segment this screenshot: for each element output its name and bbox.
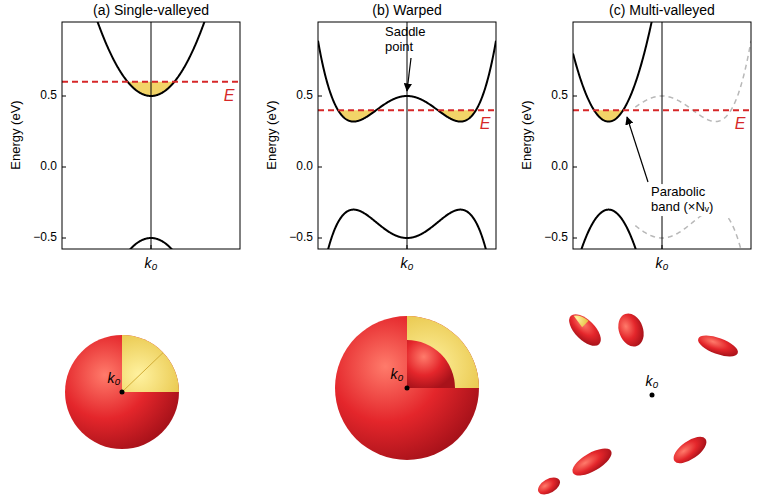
k-axis-label: k₀ bbox=[401, 255, 414, 271]
valley-ellipsoid bbox=[614, 310, 648, 350]
sphere-cutaway bbox=[122, 335, 179, 392]
tick-label: −0.5 bbox=[544, 231, 568, 245]
tick-mark bbox=[318, 167, 322, 168]
plot-frame bbox=[573, 22, 751, 249]
plot-frame bbox=[62, 22, 240, 249]
tick-mark bbox=[407, 245, 408, 249]
fermi-label: E bbox=[224, 87, 235, 105]
k0-point bbox=[405, 386, 410, 391]
valley-pocket bbox=[696, 331, 741, 360]
fermi-label: E bbox=[480, 115, 491, 133]
saddle-arrow bbox=[407, 58, 411, 91]
k0-label: k₀ bbox=[108, 370, 121, 386]
valley-ellipsoid bbox=[669, 432, 710, 469]
k0-label: k₀ bbox=[391, 366, 404, 382]
tick-label: −0.5 bbox=[289, 231, 313, 245]
tick-mark bbox=[62, 167, 66, 168]
tick-label: 0.0 bbox=[551, 160, 568, 174]
k-axis-label: k₀ bbox=[145, 255, 158, 271]
valley-ellipsoid bbox=[568, 443, 615, 481]
tick-label: 0.5 bbox=[40, 89, 57, 103]
fermi-sphere bbox=[65, 335, 179, 449]
band-plot bbox=[62, 22, 240, 249]
plot-frame bbox=[318, 22, 496, 249]
pocket-cutaway bbox=[572, 311, 588, 327]
k0-label: k₀ bbox=[646, 373, 659, 389]
valley-pocket bbox=[669, 432, 710, 469]
tick-mark bbox=[62, 96, 66, 97]
shell-cutaway bbox=[407, 316, 479, 388]
panel-title: (a) Single-valleyed bbox=[93, 2, 209, 18]
panel-title: (c) Multi-valleyed bbox=[609, 2, 715, 18]
panel-title: (b) Warped bbox=[372, 2, 442, 18]
tick-mark bbox=[318, 96, 322, 97]
tick-label: 0.5 bbox=[296, 89, 313, 103]
tick-label: 0.0 bbox=[296, 160, 313, 174]
axis-label: Energy (eV) bbox=[520, 100, 535, 169]
band-plot bbox=[573, 22, 751, 249]
tick-label: −0.5 bbox=[33, 231, 57, 245]
tick-mark bbox=[151, 245, 152, 249]
tick-label: 0.5 bbox=[551, 89, 568, 103]
k0-point bbox=[650, 393, 655, 398]
valley-ellipsoid bbox=[564, 309, 606, 351]
valley-pocket bbox=[535, 474, 563, 497]
fermi-shell bbox=[335, 316, 479, 460]
tick-label: 0.0 bbox=[40, 160, 57, 174]
tick-mark bbox=[662, 245, 663, 249]
tick-mark bbox=[573, 96, 577, 97]
fermi-label: E bbox=[735, 115, 746, 133]
annotation: Saddle point bbox=[385, 25, 443, 55]
valley-ellipsoid bbox=[535, 474, 563, 497]
cutaway-edge bbox=[122, 353, 163, 392]
tick-mark bbox=[318, 238, 322, 239]
k0-line bbox=[407, 22, 408, 249]
k0-point bbox=[120, 390, 125, 395]
tick-mark bbox=[573, 238, 577, 239]
valley-pocket bbox=[564, 309, 606, 351]
tick-mark bbox=[573, 167, 577, 168]
valley-pocket bbox=[614, 310, 648, 350]
valley-pocket bbox=[568, 443, 615, 481]
k0-line bbox=[151, 22, 152, 249]
axis-label: Energy (eV) bbox=[9, 100, 24, 169]
axis-label: Energy (eV) bbox=[265, 100, 280, 169]
inner-sphere bbox=[407, 340, 455, 388]
tick-mark bbox=[62, 238, 66, 239]
valley-arrow bbox=[627, 117, 648, 182]
k-axis-label: k₀ bbox=[656, 255, 669, 271]
annotation: Parabolic band (×Nᵥ) bbox=[649, 184, 731, 216]
valley-ellipsoid bbox=[696, 331, 741, 360]
